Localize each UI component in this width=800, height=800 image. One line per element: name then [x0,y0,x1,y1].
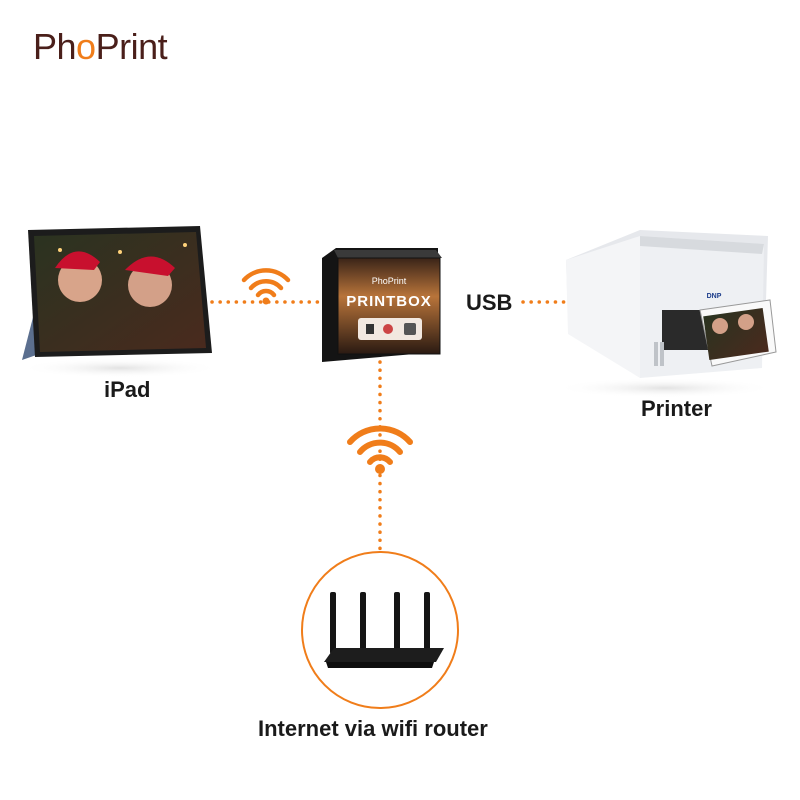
router-image [324,592,444,668]
printbox-image [322,248,442,362]
printer-brand: DNP [707,293,722,300]
ipad-image [20,226,220,378]
connection-lines [210,300,568,552]
printer-image [555,230,777,398]
usb-label: USB [466,290,513,315]
printbox-brand: PhoPrint [372,276,407,286]
ipad-label: iPad [104,377,151,402]
printbox-name: PRINTBOX [346,293,432,310]
router-label: Internet via wifi router [258,716,488,741]
router-circle [301,551,459,709]
wifi-icon [347,425,413,474]
wifi-icon [241,268,291,305]
printer-label: Printer [641,396,712,421]
phoprint-logo: PhoPrint [33,26,168,67]
